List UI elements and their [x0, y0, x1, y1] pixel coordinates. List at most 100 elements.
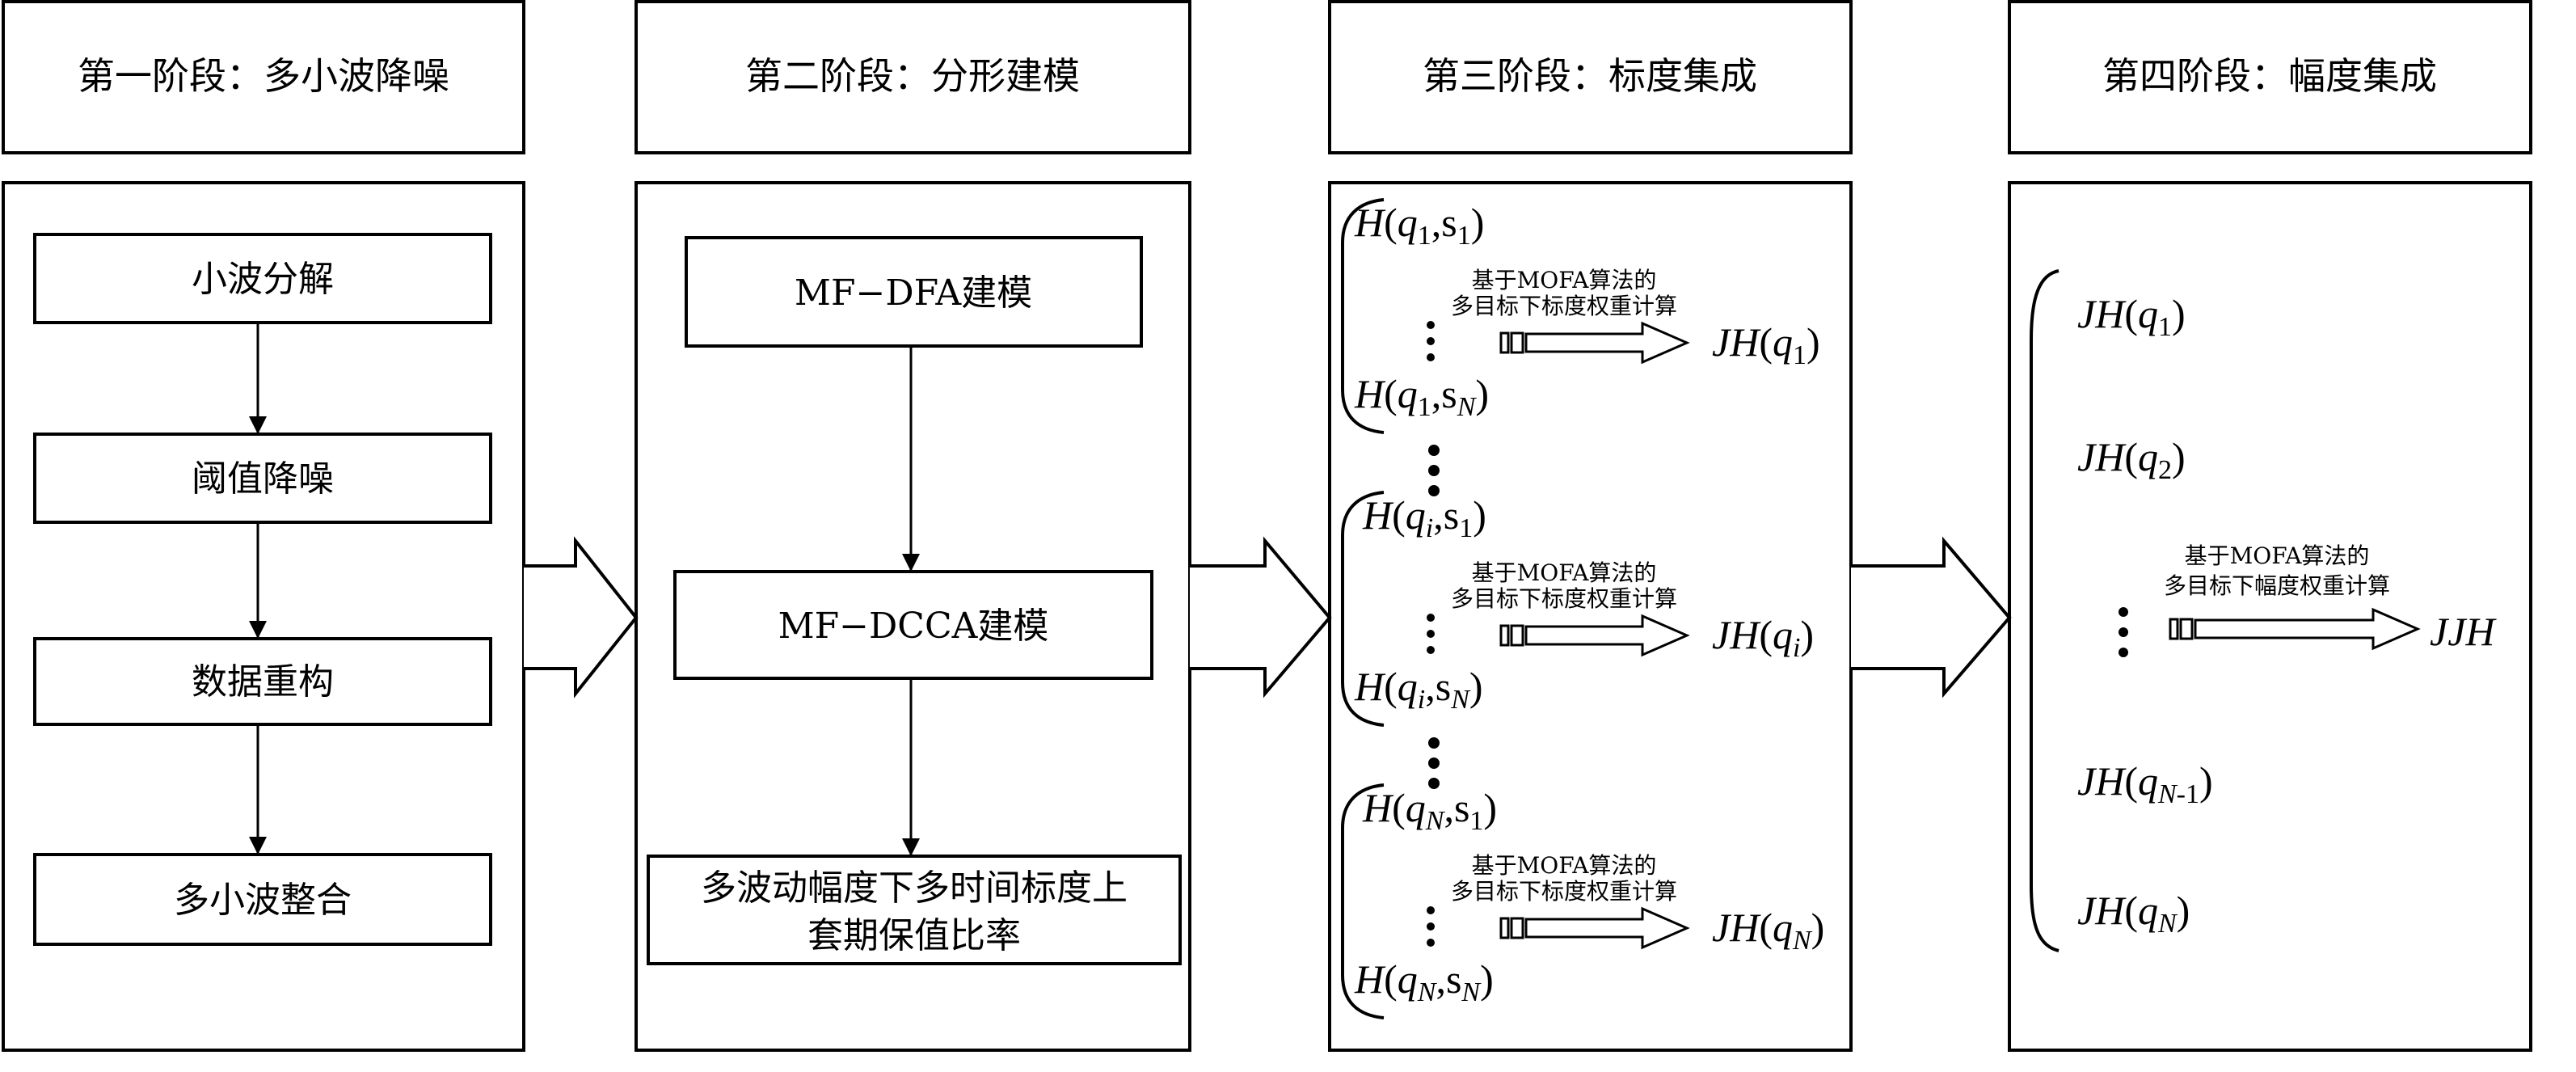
step-label: 数据重构 [192, 661, 334, 703]
formula-part: q [2138, 434, 2158, 479]
weight-calculation-arrow-icon [2194, 607, 2421, 651]
integrated-hurst-item: JH(q2) [2077, 434, 2186, 485]
formula-part: 1 [1418, 392, 1431, 422]
integrated-hurst-item: JH(q1) [2077, 291, 2186, 342]
formula-part: q [1398, 200, 1418, 245]
formula-part: q [1398, 956, 1418, 1002]
stage3-header-box [1328, 0, 1853, 154]
arrow-tail-square-icon [1510, 331, 1524, 354]
formula-part: ( [2124, 888, 2138, 933]
step-data-reconstruction [33, 637, 492, 726]
weight-calculation-arrow-icon [1524, 906, 1690, 950]
formula-part: i [1793, 633, 1800, 663]
stage-headers: 第一阶段：多小波降噪 第二阶段：分形建模 第三阶段：标度集成 第四阶段：幅度集成 [2, 0, 2532, 154]
formula-part: ( [1759, 612, 1773, 657]
stage2-title: 第二阶段：分形建模 [745, 54, 1080, 98]
integrated-hurst-result: JH(qi) [1712, 612, 1814, 663]
step-threshold-denoise [33, 433, 492, 524]
stage4-amplitude-integration: JH(q1)JH(q2)JH(qN-1)JH(qN)基于MOFA算法的多目标下幅… [2030, 269, 2497, 952]
formula-part: ,s [1425, 664, 1451, 709]
formula-part: ) [2199, 758, 2213, 804]
formula-part: H [1354, 200, 1386, 245]
formula-part: q [1406, 785, 1426, 830]
arrow-tail-square-icon [1510, 624, 1524, 647]
ellipsis-dot-icon [1427, 939, 1435, 947]
formula-part: 1 [1418, 221, 1431, 251]
formula-part: ) [1480, 956, 1494, 1002]
ellipsis-dot-icon [1428, 778, 1440, 789]
arrow-tail-square-icon [1499, 917, 1510, 939]
formula-part: N [2157, 779, 2178, 809]
formula-part: N [2157, 909, 2178, 939]
formula-part: ( [2124, 758, 2138, 804]
ellipsis-dot-icon [1428, 758, 1440, 769]
stage1-to-stage2-arrow-icon [524, 536, 639, 698]
left-brace-icon [2030, 269, 2060, 952]
scale-group: H(qi,s1)H(qi,sN)基于MOFA算法的多目标下标度权重计算JH(qi… [1341, 491, 1814, 789]
formula-part: ) [2172, 434, 2186, 479]
formula-part: 1 [1469, 806, 1483, 836]
formula-part: ) [1483, 785, 1497, 830]
step-hedge-ratio [647, 855, 1182, 965]
stage1-header-box [2, 0, 525, 154]
integrated-hurst-item: JH(qN-1) [2077, 758, 2213, 809]
formula-part: ,s [1431, 200, 1457, 245]
stage3-to-stage4-arrow-icon [1851, 536, 2012, 698]
stage1-flow: 小波分解 阈值降噪 数据重构 多小波整合 [33, 233, 492, 946]
formula-part: i [1426, 513, 1433, 543]
formula-part: ) [2177, 888, 2190, 933]
hurst-first-scale: H(qi,s1) [1362, 492, 1486, 543]
stage1-title: 第一阶段：多小波降噪 [78, 54, 449, 98]
formula-part: ) [1475, 371, 1489, 416]
weight-caption-line1: 基于MOFA算法的 [1472, 559, 1657, 586]
step-label: 阈值降噪 [192, 458, 334, 500]
arrow-tail-square-icon [2169, 618, 2179, 640]
weight-calculation-arrow-icon [1524, 614, 1690, 657]
scale-group: H(qN,s1)H(qN,sN)基于MOFA算法的多目标下标度权重计算JH(qN… [1341, 783, 1824, 1019]
integrated-hurst-result: JH(qN) [1712, 905, 1824, 956]
ellipsis-dot-icon [1427, 337, 1435, 345]
formula-part: 1 [1457, 221, 1471, 251]
stage2-header-box [635, 0, 1191, 154]
stage2-to-stage3-arrow-icon [1190, 536, 1332, 698]
hurst-last-scale: H(q1,sN) [1354, 371, 1489, 422]
stage4-title: 第四阶段：幅度集成 [2102, 54, 2437, 98]
formula-part: q [1773, 612, 1793, 657]
formula-part: JH [2077, 888, 2127, 933]
formula-part: JH [1712, 905, 1761, 950]
formula-part: ( [1392, 492, 1406, 538]
formula-part: N [1425, 806, 1446, 836]
scale-group: H(q1,s1)H(q1,sN)基于MOFA算法的多目标下标度权重计算JH(q1… [1341, 198, 1820, 496]
formula-part: JJH [2430, 609, 2497, 654]
formula-part: N [1450, 685, 1471, 715]
integrated-hurst-item: JH(qN) [2077, 888, 2190, 939]
formula-part: q [1406, 492, 1426, 538]
arrow-tail-square-icon [1499, 624, 1510, 647]
formula-part: ( [1384, 371, 1398, 416]
ellipsis-dot-icon [2119, 627, 2128, 637]
formula-part: q [1773, 319, 1793, 365]
step-label-line1: 多波动幅度下多时间标度上 [701, 867, 1128, 909]
formula-part: JH [1712, 319, 1761, 365]
ellipsis-dot-icon [1428, 485, 1440, 496]
weight-caption-line1: 基于MOFA算法的 [1472, 267, 1657, 293]
step-label: 多小波整合 [174, 880, 352, 921]
arrow-tail-square-icon [1499, 331, 1510, 354]
hurst-first-scale: H(q1,s1) [1354, 200, 1484, 251]
ellipsis-dot-icon [1428, 445, 1440, 456]
stage4-panel [2008, 181, 2532, 1052]
formula-part: N [1792, 926, 1813, 956]
formula-part: H [1354, 664, 1386, 709]
formula-part: ( [1392, 785, 1406, 830]
formula-part: i [1418, 685, 1425, 715]
formula-part: ,s [1433, 492, 1459, 538]
step-label: 小波分解 [192, 259, 334, 300]
formula-part: q [2138, 888, 2158, 933]
left-brace-icon [1341, 198, 1385, 434]
left-brace-icon [1341, 783, 1385, 1019]
ellipsis-dot-icon [1427, 922, 1435, 931]
weight-caption-line2: 多目标下幅度权重计算 [2164, 572, 2390, 599]
formula-part: 1 [1793, 340, 1807, 370]
formula-part: ( [1384, 956, 1398, 1002]
formula-part: H [1362, 785, 1394, 830]
